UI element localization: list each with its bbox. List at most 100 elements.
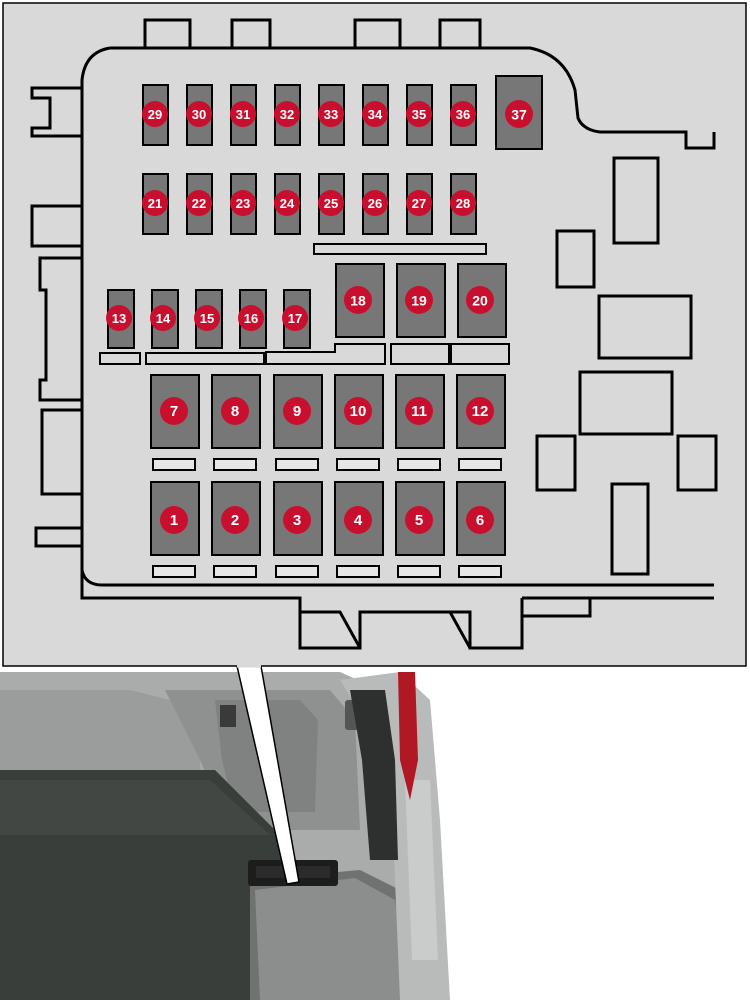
fuse-clip [336, 565, 380, 578]
fuse-number-label: 15 [200, 311, 214, 326]
fuse-16: 16 [238, 289, 267, 349]
fuse-7: 7 [150, 374, 200, 471]
fuse-number-badge [466, 286, 494, 314]
fuse-number-badge [318, 101, 344, 127]
fuse-3: 3 [273, 481, 323, 578]
fuse-14: 14 [150, 289, 179, 349]
fuse-number-badge [238, 305, 264, 331]
fuse-13: 13 [106, 289, 135, 349]
fuse-number-label: 13 [112, 311, 126, 326]
fuse-12: 12 [456, 374, 506, 471]
fuse-number-badge [406, 190, 432, 216]
fuse-number-label: 10 [350, 403, 367, 420]
fuse-17: 17 [282, 289, 311, 349]
fuse-number-label: 12 [472, 403, 489, 420]
fuse-number-badge [186, 190, 212, 216]
fuse-11: 11 [395, 374, 445, 471]
fuse-4: 4 [334, 481, 384, 578]
fuse-32: 32 [274, 84, 301, 146]
fuse-28: 28 [450, 173, 477, 235]
fuse-number-label: 3 [293, 512, 301, 529]
fuse-number-badge [405, 506, 433, 534]
fuse-number-badge [221, 506, 249, 534]
fuse-number-label: 11 [411, 403, 427, 420]
fuse-number-badge [230, 101, 256, 127]
fuse-clip [275, 565, 319, 578]
fuse-clip [152, 565, 196, 578]
fuse-number-badge [505, 100, 533, 128]
cargo-area-illustration [0, 665, 750, 1000]
fuse-15: 15 [194, 289, 223, 349]
fuse-23: 23 [230, 173, 257, 235]
fuse-clip [213, 565, 257, 578]
fuse-5: 5 [395, 481, 445, 578]
fuse-19: 19 [396, 263, 446, 338]
fuse-clip [152, 458, 196, 471]
fuse-number-badge [405, 397, 433, 425]
fuse-21: 21 [142, 173, 169, 235]
fuse-6: 6 [456, 481, 506, 578]
fuse-24: 24 [274, 173, 301, 235]
fuse-31: 31 [230, 84, 257, 146]
fuse-34: 34 [362, 84, 389, 146]
fuse-number-label: 26 [368, 196, 382, 211]
fuse-27: 27 [406, 173, 433, 235]
fuse-number-label: 8 [231, 403, 239, 420]
fuse-number-badge [406, 101, 432, 127]
fuse-body [150, 481, 200, 556]
fuse-number-label: 19 [411, 293, 427, 309]
fuse-number-label: 33 [324, 107, 338, 122]
fuse-number-badge [344, 397, 372, 425]
fuse-number-badge [160, 506, 188, 534]
fuse-number-badge [221, 397, 249, 425]
fuse-number-label: 18 [350, 293, 366, 309]
fuse-number-label: 24 [280, 196, 295, 211]
fuse-number-badge [466, 397, 494, 425]
fuse-number-label: 27 [412, 196, 426, 211]
fuse-number-badge [194, 305, 220, 331]
fuse-number-label: 32 [280, 107, 294, 122]
fuse-number-badge [283, 397, 311, 425]
fuse-33: 33 [318, 84, 345, 146]
fuse-clip [213, 458, 257, 471]
fuse-clip [336, 458, 380, 471]
fuse-number-badge [362, 190, 388, 216]
fuse-number-badge [344, 286, 372, 314]
fuse-clip [397, 565, 441, 578]
fuse-number-label: 14 [156, 311, 171, 326]
fuse-number-label: 28 [456, 196, 470, 211]
fuse-2: 2 [211, 481, 261, 578]
fuse-30: 30 [186, 84, 213, 146]
fuse-number-badge [283, 506, 311, 534]
fuse-number-label: 17 [288, 311, 302, 326]
fuse-number-badge [450, 190, 476, 216]
fuse-number-badge [150, 305, 176, 331]
fuse-number-label: 7 [170, 403, 178, 420]
fuse-number-badge [282, 305, 308, 331]
fuse-clip [275, 458, 319, 471]
fuse-number-badge [142, 101, 168, 127]
fuse-36: 36 [450, 84, 477, 146]
fuse-9: 9 [273, 374, 323, 471]
fuse-clip [458, 565, 502, 578]
fuse-number-badge [186, 101, 212, 127]
fuse-number-label: 36 [456, 107, 470, 122]
fuse-number-label: 37 [511, 107, 527, 123]
fuse-number-badge [450, 101, 476, 127]
fuse-number-badge [466, 506, 494, 534]
fuse-number-label: 5 [415, 512, 423, 529]
fuse-number-label: 16 [244, 311, 258, 326]
fuse-number-badge [106, 305, 132, 331]
fuse-number-badge [344, 506, 372, 534]
fuse-35: 35 [406, 84, 433, 146]
fuse-number-label: 31 [236, 107, 250, 122]
fuse-number-label: 35 [412, 107, 426, 122]
fuse-number-label: 4 [354, 512, 363, 529]
fuse-20: 20 [457, 263, 507, 338]
fuse-box-outline [30, 18, 718, 650]
fuse-8: 8 [211, 374, 261, 471]
fuse-number-label: 22 [192, 196, 206, 211]
fuse-29: 29 [142, 84, 169, 146]
